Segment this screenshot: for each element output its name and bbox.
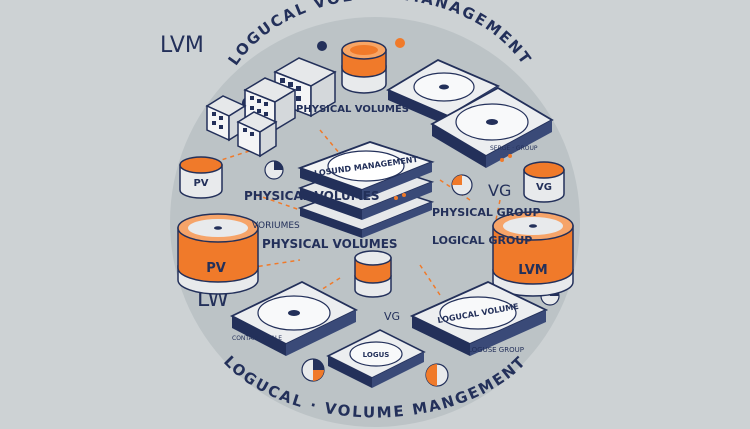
label-vg-right: VG bbox=[488, 181, 511, 200]
management-box-icon: LOSUND MANAGEMENT bbox=[297, 141, 435, 238]
label-physical-volumes-left: PHYSICAL VOLUMES bbox=[244, 189, 380, 203]
hard-disk-icon bbox=[229, 280, 359, 356]
lvm-big-label: LVM bbox=[518, 263, 548, 278]
label-loguse-group: LOGUSE GROUP bbox=[468, 346, 524, 354]
pie-icon bbox=[451, 174, 473, 196]
dot-icon bbox=[395, 38, 405, 48]
label-physical-volumes-top: PHYSICAL VOLUMES bbox=[296, 104, 409, 115]
hard-disk-icon: LOGUS bbox=[326, 329, 426, 388]
corner-label-lvm: LVM bbox=[160, 33, 204, 58]
pv-big-cylinder: PV bbox=[177, 213, 259, 295]
storage-cylinder-icon bbox=[341, 40, 387, 94]
label-voriumes: VORIUMES bbox=[252, 221, 300, 231]
vg-small-label: VG bbox=[536, 182, 552, 193]
vg-small-cylinder: VG bbox=[523, 161, 565, 203]
hard-disk-icon bbox=[430, 86, 554, 168]
label-tiny-bottom: CONTAINERSALE bbox=[232, 335, 282, 342]
pv-big-label: PV bbox=[206, 261, 226, 276]
label-logical-group: LOGICAL GROUP bbox=[432, 234, 532, 247]
server-rack-icon bbox=[205, 57, 337, 158]
label-physical-group: PHYSICAL GROUP bbox=[432, 206, 541, 219]
pie-icon bbox=[301, 358, 325, 382]
pie-icon bbox=[425, 363, 449, 387]
pv-small-cylinder: PV bbox=[179, 156, 223, 199]
disk-label: LOGUS bbox=[363, 351, 390, 359]
label-physical-volumes-mid: PHYSICAL VOLUMES bbox=[262, 237, 398, 251]
dot-icon bbox=[317, 41, 327, 51]
storage-cylinder-icon bbox=[354, 250, 392, 298]
pv-small-label: PV bbox=[193, 178, 208, 189]
logical-volume-box-icon: LOGUCAL VOLUME bbox=[409, 281, 549, 356]
label-vg-center: VG bbox=[384, 310, 400, 323]
lvm-big-cylinder: LVM bbox=[492, 211, 574, 297]
pie-icon bbox=[264, 160, 284, 180]
label-tiny-right: SERGE · GROUP bbox=[490, 145, 538, 152]
